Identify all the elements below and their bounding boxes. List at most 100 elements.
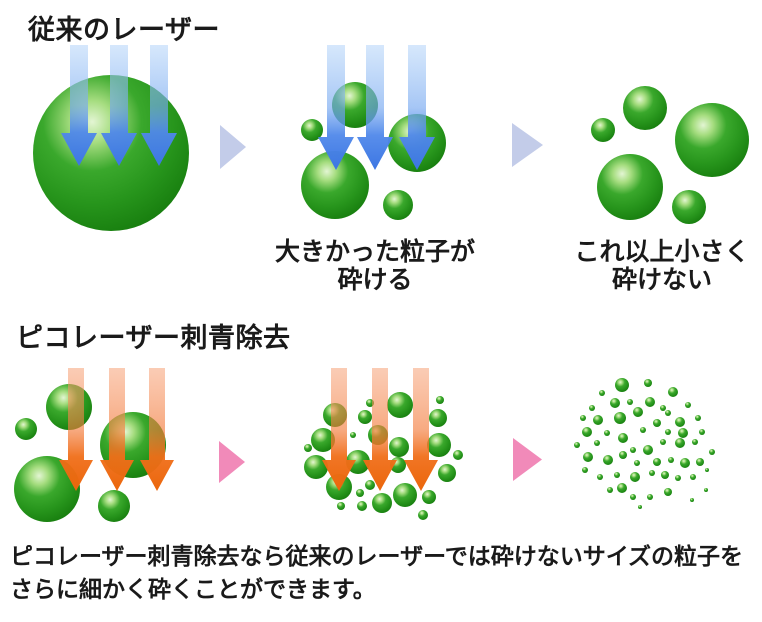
ink-particle xyxy=(383,190,413,220)
ink-particle xyxy=(634,460,640,466)
ink-particle xyxy=(599,390,605,396)
particle-group-pico-before xyxy=(14,384,166,522)
ink-particle xyxy=(675,475,681,481)
ink-particle xyxy=(14,456,80,522)
ink-particle xyxy=(436,396,444,404)
laser-beam-arrow-icon xyxy=(318,45,354,170)
ink-particle xyxy=(690,474,696,480)
ink-particle xyxy=(661,471,669,479)
ink-particle xyxy=(574,442,580,448)
ink-particle xyxy=(301,151,369,219)
ink-particle xyxy=(597,154,663,220)
particle-group-pico-after xyxy=(574,378,715,509)
ink-particle xyxy=(664,488,672,496)
ink-particle xyxy=(672,190,706,224)
ink-particle xyxy=(356,489,364,497)
ink-particle xyxy=(604,430,610,436)
ink-particle xyxy=(665,410,671,416)
stage2-caption-line1: 大きかった粒子が xyxy=(274,238,475,266)
laser-beam-arrow-icon xyxy=(141,45,177,166)
flow-arrow-icon xyxy=(219,441,245,483)
ink-particle xyxy=(580,415,586,421)
ink-particle xyxy=(665,429,671,435)
ink-particle xyxy=(638,505,642,509)
ink-particle xyxy=(619,451,627,459)
ink-particle xyxy=(603,455,613,465)
ink-particle xyxy=(304,455,328,479)
ink-particle xyxy=(301,119,323,141)
ink-particle xyxy=(393,483,417,507)
ink-particle xyxy=(660,405,666,411)
laser-beam-arrow-icon xyxy=(357,45,393,170)
ink-particle xyxy=(645,397,655,407)
ink-particle xyxy=(346,450,370,474)
laser-beam-arrow-icon xyxy=(100,368,134,491)
ink-particle xyxy=(623,86,667,130)
ink-particle xyxy=(610,398,620,408)
ink-particle xyxy=(695,415,701,421)
laser-beam-arrow-icon xyxy=(140,368,174,491)
ink-particle xyxy=(630,447,636,453)
ink-particle xyxy=(389,437,409,457)
ink-particle xyxy=(350,432,356,438)
ink-particle xyxy=(644,379,652,387)
laser-beam-arrow-icon xyxy=(59,368,93,491)
ink-particle xyxy=(614,412,626,424)
pico-laser-title: ピコレーザー刺青除去 xyxy=(16,323,291,353)
ink-particle xyxy=(699,429,705,435)
ink-particle xyxy=(709,449,715,455)
ink-particle xyxy=(640,427,646,433)
laser-beam-arrow-icon xyxy=(322,368,356,491)
laser-beam-arrow-icon xyxy=(404,368,438,491)
ink-particle xyxy=(607,487,613,493)
ink-particle xyxy=(15,418,37,440)
particle-group-conventional-after xyxy=(591,86,749,224)
ink-particle xyxy=(618,433,628,443)
ink-particle xyxy=(337,502,345,510)
stage3-caption-line1: これ以上小さく xyxy=(574,238,750,266)
conventional-laser-beams-2 xyxy=(318,45,435,170)
ink-particle xyxy=(358,410,372,424)
ink-particle xyxy=(627,399,633,405)
ink-particle xyxy=(582,427,592,437)
ink-particle xyxy=(453,450,463,460)
ink-particle xyxy=(675,438,685,448)
ink-particle xyxy=(614,472,620,478)
ink-particle xyxy=(690,498,694,502)
ink-particle xyxy=(649,470,655,476)
ink-particle xyxy=(311,428,335,452)
ink-particle xyxy=(678,428,688,438)
ink-particle xyxy=(696,458,704,466)
laser-beam-arrow-icon xyxy=(61,45,97,166)
ink-particle xyxy=(365,480,375,490)
ink-particle xyxy=(615,378,629,392)
ink-particle xyxy=(630,494,636,500)
ink-particle xyxy=(668,387,678,397)
stage2-caption-line2: 砕ける xyxy=(337,266,413,294)
ink-particle xyxy=(418,510,428,520)
ink-particle xyxy=(589,405,595,411)
footer-line1: ピコレーザー刺青除去なら従来のレーザーでは砕けないサイズの粒子を xyxy=(10,543,744,569)
ink-particle xyxy=(692,439,698,445)
ink-particle xyxy=(583,452,593,462)
footer-line2: さらに細かく砕くことができます。 xyxy=(10,576,376,602)
ink-particle xyxy=(387,392,413,418)
ink-particle xyxy=(675,103,749,177)
ink-particle xyxy=(429,409,447,427)
laser-beam-arrow-icon xyxy=(363,368,397,491)
ink-particle xyxy=(594,440,600,446)
conventional-laser-title: 従来のレーザー xyxy=(28,15,220,45)
ink-particle xyxy=(675,417,685,427)
ink-particle xyxy=(427,433,451,457)
flow-arrow-icon xyxy=(513,438,542,481)
stage3-caption: これ以上小さく 砕けない xyxy=(537,238,762,294)
ink-particle xyxy=(705,468,709,472)
ink-particle xyxy=(653,419,661,427)
ink-particle xyxy=(582,467,588,473)
ink-particle xyxy=(668,457,674,463)
stage2-caption: 大きかった粒子が 砕ける xyxy=(250,238,500,294)
ink-particle xyxy=(647,494,653,500)
ink-particle xyxy=(304,444,312,452)
